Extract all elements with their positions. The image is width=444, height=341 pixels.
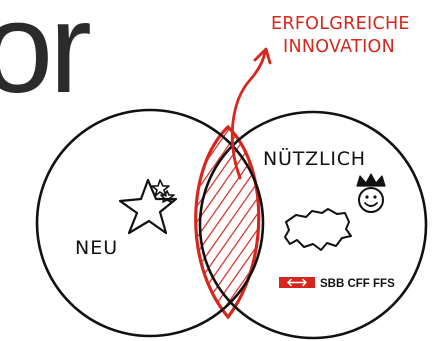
left-circle	[35, 108, 265, 338]
sbb-logo: SBB CFF FFS	[279, 277, 395, 290]
star-icon	[118, 178, 178, 235]
right-circle-label: NÜTZLICH	[263, 147, 366, 170]
header-partial-word: or	[0, 0, 90, 120]
callout-arrow	[230, 47, 272, 180]
left-circle-label: NEU	[75, 237, 118, 259]
switzerland-map-icon	[284, 208, 352, 251]
crowned-smiley-icon	[356, 173, 386, 213]
callout-line-2: INNOVATION	[283, 37, 395, 57]
small-stars-icon	[151, 179, 175, 203]
callout-line-1: ERFOLGREICHE	[271, 14, 410, 34]
right-circle	[198, 110, 428, 340]
sbb-logo-text: SBB CFF FFS	[320, 278, 395, 290]
